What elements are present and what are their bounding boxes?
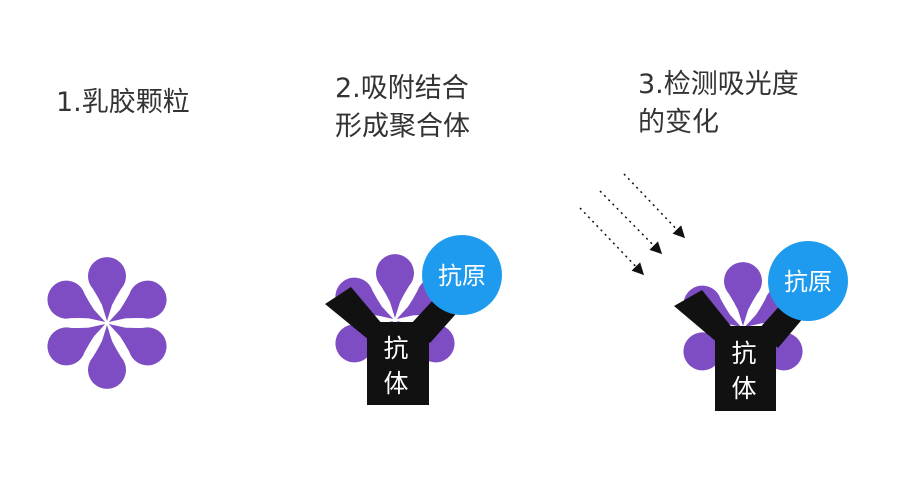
- light-ray-arrow: [623, 173, 686, 239]
- step-3-title: 3.检测吸光度 的变化: [638, 66, 799, 142]
- step-3-title-line-2: 的变化: [638, 107, 719, 138]
- antibody-stem: [715, 326, 776, 411]
- antigen-label: 抗原: [784, 268, 832, 296]
- antibody-label-2: 体: [731, 374, 756, 403]
- light-ray-arrow: [579, 207, 645, 276]
- step-1-title: 1.乳胶颗粒: [56, 84, 190, 122]
- antigen-label: 抗原: [438, 262, 486, 290]
- antigen-2: 抗原: [422, 235, 502, 315]
- antibody-3: 抗 体: [674, 290, 810, 411]
- step-2-title: 2.吸附结合 形成聚合体: [335, 70, 470, 146]
- step-2-title-line-2: 形成聚合体: [335, 111, 470, 142]
- antibody-stem: [367, 322, 429, 405]
- antibody-label-2: 体: [383, 369, 408, 398]
- antigen-circle: [768, 241, 848, 321]
- step-2-title-line-1: 2.吸附结合: [335, 73, 469, 104]
- antibody-label-1: 抗: [731, 339, 756, 368]
- antibody-label-1: 抗: [383, 334, 408, 363]
- latex-particle-1: [40, 257, 174, 389]
- antigen-circle: [422, 235, 502, 315]
- step-3-title-line-1: 3.检测吸光度: [638, 69, 799, 100]
- light-ray-arrow: [599, 190, 663, 255]
- antigen-3: 抗原: [768, 241, 848, 321]
- light-rays: [579, 173, 686, 276]
- step-1-title-line-1: 1.乳胶颗粒: [56, 87, 190, 118]
